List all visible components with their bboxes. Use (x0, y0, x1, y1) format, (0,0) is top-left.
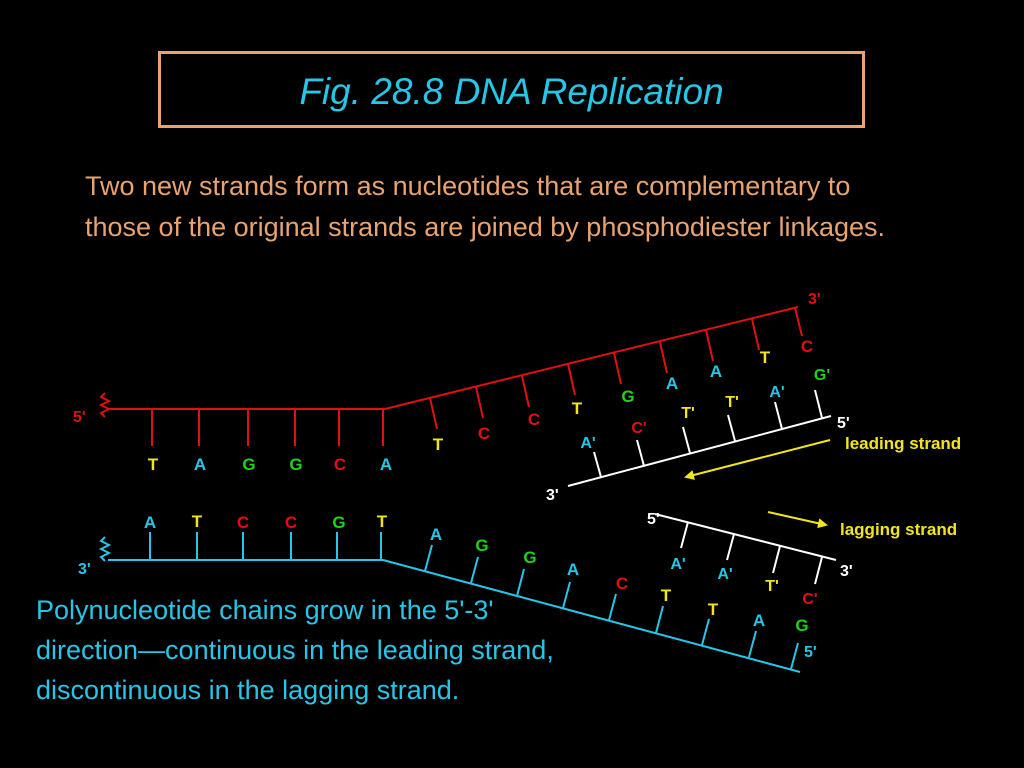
lagging-bases: A' A' T' C' (670, 556, 817, 608)
bottom-flat-base: G (332, 513, 345, 532)
bottom-flat-base: C (237, 513, 249, 532)
lagging-base: C' (802, 591, 817, 608)
top-diag-base: T (572, 399, 583, 418)
bottom-diag-base: T (661, 586, 672, 605)
top-flat-base: A (380, 455, 392, 474)
top-3prime-label: 3' (808, 291, 821, 308)
lagging-base: T' (765, 578, 779, 595)
bottom-flat-base: T (377, 512, 388, 531)
bottom-diag-base: A (567, 560, 579, 579)
bottom-diag-base: G (475, 536, 488, 555)
leading-5prime-label: 5' (837, 415, 850, 432)
bottom-diag-ticks (424, 544, 799, 670)
lagging-arrow (767, 511, 828, 529)
leading-base: A' (769, 384, 784, 401)
leading-base: T' (681, 405, 695, 422)
leading-base: T' (725, 394, 739, 411)
top-diag-base: A (666, 374, 678, 393)
bottom-diag-base: A (430, 525, 442, 544)
top-flat-base: T (148, 455, 159, 474)
top-diag-base: C (801, 337, 813, 356)
bottom-parental-strand (98, 532, 801, 673)
leading-backbone (567, 415, 832, 487)
lagging-backbone (654, 513, 837, 561)
top-flat-bases: T A G G C A (148, 455, 392, 474)
top-backbone-diagonal (384, 306, 799, 410)
page-title: Fig. 28.8 DNA Replication (299, 71, 724, 112)
leading-base: A' (580, 435, 595, 452)
lagging-3prime-label: 3' (840, 563, 853, 580)
top-flat-base: G (289, 455, 302, 474)
top-flat-base: A (194, 455, 206, 474)
bottom-diag-base: T (708, 600, 719, 619)
top-diag-base: C (478, 424, 490, 443)
bottom-flat-base: C (285, 513, 297, 532)
bottom-diag-bases: A G G A C T T A G (430, 525, 809, 635)
bottom-diag-base: G (795, 616, 808, 635)
bottom-diag-base: G (523, 548, 536, 567)
top-5prime-label: 5' (73, 409, 86, 426)
bottom-flat-base: A (144, 513, 156, 532)
bottom-flat-base: T (192, 512, 203, 531)
bottom-3prime-label: 3' (78, 561, 91, 578)
top-diag-base: T (433, 435, 444, 454)
bottom-diag-base: A (753, 611, 765, 630)
leading-strand-label: leading strand (845, 434, 961, 453)
top-flat-ticks (151, 409, 384, 446)
bottom-5prime-label: 5' (804, 644, 817, 661)
lagging-strand-label: lagging strand (840, 520, 957, 539)
title-box: Fig. 28.8 DNA Replication (158, 51, 865, 128)
leading-bases: A' C' T' T' A' G' (580, 367, 830, 452)
top-diag-ticks (429, 307, 803, 430)
top-diag-base: C (528, 410, 540, 429)
leading-new-strand (567, 389, 832, 487)
lagging-base: A' (670, 556, 685, 573)
lagging-new-strand (654, 513, 837, 585)
top-diag-base: T (760, 348, 771, 367)
top-diag-base: G (621, 387, 634, 406)
leading-base: C' (631, 420, 646, 437)
bottom-squiggle (98, 536, 112, 562)
top-diag-base: A (710, 362, 722, 381)
lagging-5prime-label: 5' (647, 511, 660, 528)
leading-3prime-label: 3' (546, 487, 559, 504)
top-flat-base: C (334, 455, 346, 474)
leading-base: G' (814, 367, 830, 384)
bottom-backbone-diagonal (382, 559, 801, 673)
lagging-base: A' (717, 566, 732, 583)
bottom-flat-bases: A T C C G T (144, 512, 388, 532)
intro-text: Two new strands form as nucleotides that… (85, 171, 886, 242)
top-parental-strand (98, 306, 803, 446)
top-flat-base: G (242, 455, 255, 474)
leading-arrow (684, 439, 831, 480)
top-squiggle (98, 392, 112, 418)
footer-text: Polynucleotide chains grow in the 5'-3' … (36, 595, 554, 705)
bottom-diag-base: C (616, 574, 628, 593)
top-diag-bases: T C C T G A A T C (433, 337, 813, 454)
bottom-flat-ticks (149, 532, 382, 560)
